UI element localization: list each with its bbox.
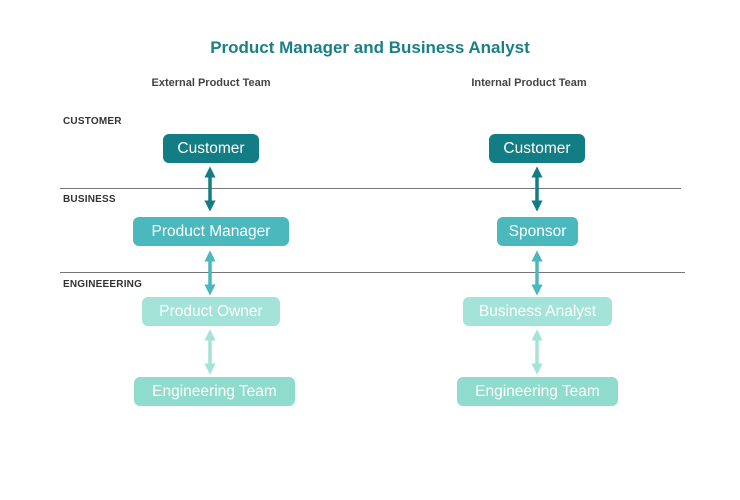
node-business-analyst: Business Analyst [463, 297, 612, 326]
node-external-engineering-team: Engineering Team [134, 377, 295, 406]
lane-label-customer: CUSTOMER [63, 116, 122, 127]
diagram-title: Product Manager and Business Analyst [210, 38, 530, 57]
column-heading-external: External Product Team [151, 77, 271, 89]
lane-divider-business-engineering [60, 272, 685, 273]
lane-divider-customer-business [60, 188, 681, 189]
node-external-customer: Customer [163, 134, 259, 163]
node-internal-customer: Customer [489, 134, 585, 163]
node-sponsor: Sponsor [497, 217, 578, 246]
node-product-owner: Product Owner [142, 297, 280, 326]
node-internal-engineering-team: Engineering Team [457, 377, 618, 406]
node-product-manager: Product Manager [133, 217, 289, 246]
column-heading-internal: Internal Product Team [471, 77, 587, 89]
lane-label-engineering: ENGINEEERING [63, 279, 143, 290]
lane-label-business: BUSINESS [63, 194, 116, 205]
